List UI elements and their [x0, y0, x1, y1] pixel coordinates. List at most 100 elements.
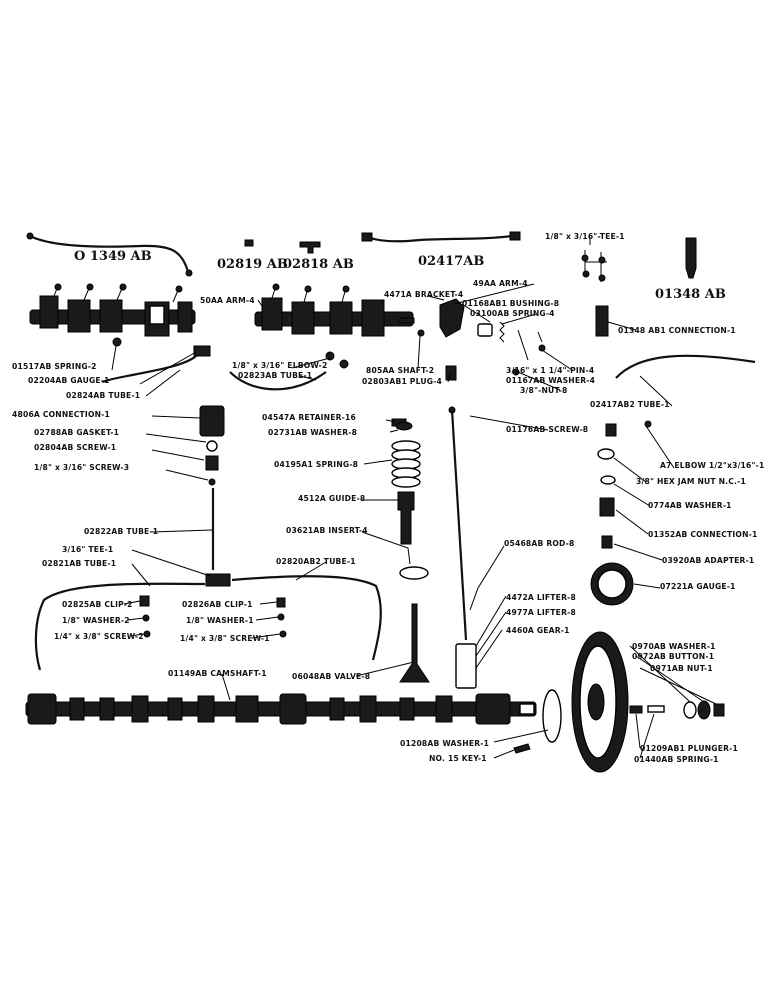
callout-screw-02804: 02804AB SCREW-1 [34, 443, 117, 452]
connection-01348-art [595, 305, 609, 337]
callout-lifter-4977: 4977A LIFTER-8 [506, 608, 576, 617]
tube-02417ab2-art [615, 354, 756, 379]
fitting-02819-art [244, 239, 254, 247]
bushing-art [477, 323, 493, 337]
washer-0774-art [600, 475, 616, 485]
adapter-03920-art [601, 535, 613, 549]
callout-washer-0970: 0970AB WASHER-1 [632, 642, 716, 651]
callout-gauge-07221: 07221A GAUGE-1 [660, 582, 736, 591]
screw-1-4b-art [279, 630, 287, 638]
tube-02824-art [101, 355, 197, 384]
part-01348-art [685, 237, 697, 279]
callout-gauge-02204: 02204AB GAUGE-1 [28, 376, 110, 385]
callout-screw-1-8: 1/8" x 3/16" SCREW-3 [34, 463, 130, 472]
callout-tube-02822: 02822AB TUBE-1 [84, 527, 159, 536]
part-number-02417: 02417AB [418, 254, 485, 269]
callout-spring-01440: 01440AB SPRING-1 [634, 755, 719, 764]
callout-plug-02803: 02803AB1 PLUG-4 [362, 377, 442, 386]
push-rod-ball-art [448, 406, 456, 414]
tube-02417-art [367, 234, 513, 243]
callout-pin: 3/16" x 1 1/4"-PIN-4 [506, 366, 595, 375]
washer-01167-art [538, 344, 546, 352]
tube-02821-art [34, 582, 206, 671]
gasket-art [206, 440, 218, 452]
callout-clip-02826: 02826AB CLIP-1 [182, 600, 253, 609]
key-15-art [513, 743, 531, 754]
callout-spring-01517: 01517AB SPRING-2 [12, 362, 97, 371]
callout-button-0972: 0972AB BUTTON-1 [632, 652, 715, 661]
part-number-01349: O 1349 AB [74, 249, 152, 264]
tube-01349-end2-art [185, 269, 193, 277]
tee-part3-art [582, 270, 590, 278]
callout-elbow-a7: A7 ELBOW 1/2"x3/16"-1 [660, 461, 765, 470]
tube-02417-nut-art [361, 232, 373, 242]
callout-screw-1-4-1: 1/4" x 3/8" SCREW-1 [180, 634, 270, 643]
callout-nut: 3/8"-NUT-8 [520, 386, 568, 395]
callout-plunger-01209: 01209AB1 PLUNGER-1 [640, 744, 738, 753]
callout-tee-3-16: 3/16" TEE-1 [62, 545, 114, 554]
washer-0970-art [683, 701, 697, 719]
callout-tube-02820: 02820AB2 TUBE-1 [276, 557, 356, 566]
arm-49aa-art [439, 298, 465, 338]
callout-washer-0774: 0774AB WASHER-1 [648, 501, 732, 510]
gauge-02204-art [193, 345, 211, 357]
callout-gasket-02788: 02788AB GASKET-1 [34, 428, 120, 437]
callout-washer-02731: 02731AB WASHER-8 [268, 428, 358, 437]
guide-4512-art [397, 491, 415, 545]
push-rod-art [450, 409, 468, 641]
callout-screw-01176: 01176AB SCREW-8 [506, 425, 589, 434]
button-0972-art [697, 700, 711, 720]
callout-camshaft-01149: 01149AB CAMSHAFT-1 [168, 669, 267, 678]
part-number-01348: 01348 AB [655, 287, 726, 302]
callout-adapter-03920: 03920AB ADAPTER-1 [662, 556, 755, 565]
tube-02820-art [231, 575, 382, 661]
callout-washer-1-8-2: 1/8" WASHER-2 [62, 616, 130, 625]
callout-arm-49aa: 49AA ARM-4 [473, 279, 528, 288]
screw-01176-art [445, 365, 457, 381]
elbow2-art [339, 359, 349, 369]
hex-jam-nut-art [597, 448, 615, 460]
elbow-a7-art [605, 423, 617, 437]
callout-washer-01167: 01167AB WASHER-4 [506, 376, 596, 385]
tube-01349-end-art [26, 232, 34, 240]
tee-part-art [581, 254, 589, 262]
leader-lines [111, 283, 717, 759]
valve-06048-art [399, 603, 430, 683]
screw-02804-art [205, 455, 219, 471]
callout-hex-jam-nut: 3/8" HEX JAM NUT N.C.-1 [636, 477, 746, 486]
insert-03621-art [399, 566, 429, 580]
elbow-art [325, 351, 335, 361]
callout-gear-4460: 4460A GEAR-1 [506, 626, 570, 635]
callout-tee-1: 1/8" x 3/16"-TEE-1 [545, 232, 625, 241]
callout-connection-01348: 01348 AB1 CONNECTION-1 [618, 326, 736, 335]
callout-arm-50aa: 50AA ARM-4 [200, 296, 255, 305]
nut-0971-art [713, 703, 725, 717]
callout-spring-03100: 03100AB SPRING-4 [470, 309, 555, 318]
camshaft-washer-art [542, 689, 562, 743]
callout-clip-02825: 02825AB CLIP-2 [62, 600, 133, 609]
callout-connection-4806a: 4806A CONNECTION-1 [12, 410, 111, 419]
rocker-assembly-right-art [254, 283, 415, 337]
lifter-art [455, 643, 477, 689]
callout-bracket-4471a: 4471A BRACKET-4 [384, 290, 464, 299]
callout-tube-02417ab2: 02417AB2 TUBE-1 [590, 400, 670, 409]
callout-tube-02823: 02823AB TUBE-1 [238, 371, 313, 380]
plunger-art [629, 705, 643, 714]
connection-4806-art [199, 405, 225, 437]
callout-retainer-04547: 04547A RETAINER-16 [262, 413, 356, 422]
callout-spring-04195: 04195A1 SPRING-8 [274, 460, 359, 469]
gauge-07221-face-art [597, 569, 627, 599]
callout-screw-1-4-2: 1/4" x 3/8" SCREW-2 [54, 632, 144, 641]
callout-tube-02821: 02821AB TUBE-1 [42, 559, 117, 568]
spring-03100-art [499, 321, 505, 343]
callout-nut-0971: 0971AB NUT-1 [650, 664, 713, 673]
clip-02825-art [139, 595, 150, 607]
tube-02417-nut2-art [509, 231, 521, 241]
rocker-assembly-left-art [29, 283, 196, 337]
washer-02731-art [395, 421, 413, 431]
tee-top-art [584, 237, 607, 282]
callout-rod-05468: 05468AB ROD-8 [504, 539, 575, 548]
callout-washer-1-8-1: 1/8" WASHER-1 [186, 616, 254, 625]
spring-01517-art [112, 337, 122, 347]
